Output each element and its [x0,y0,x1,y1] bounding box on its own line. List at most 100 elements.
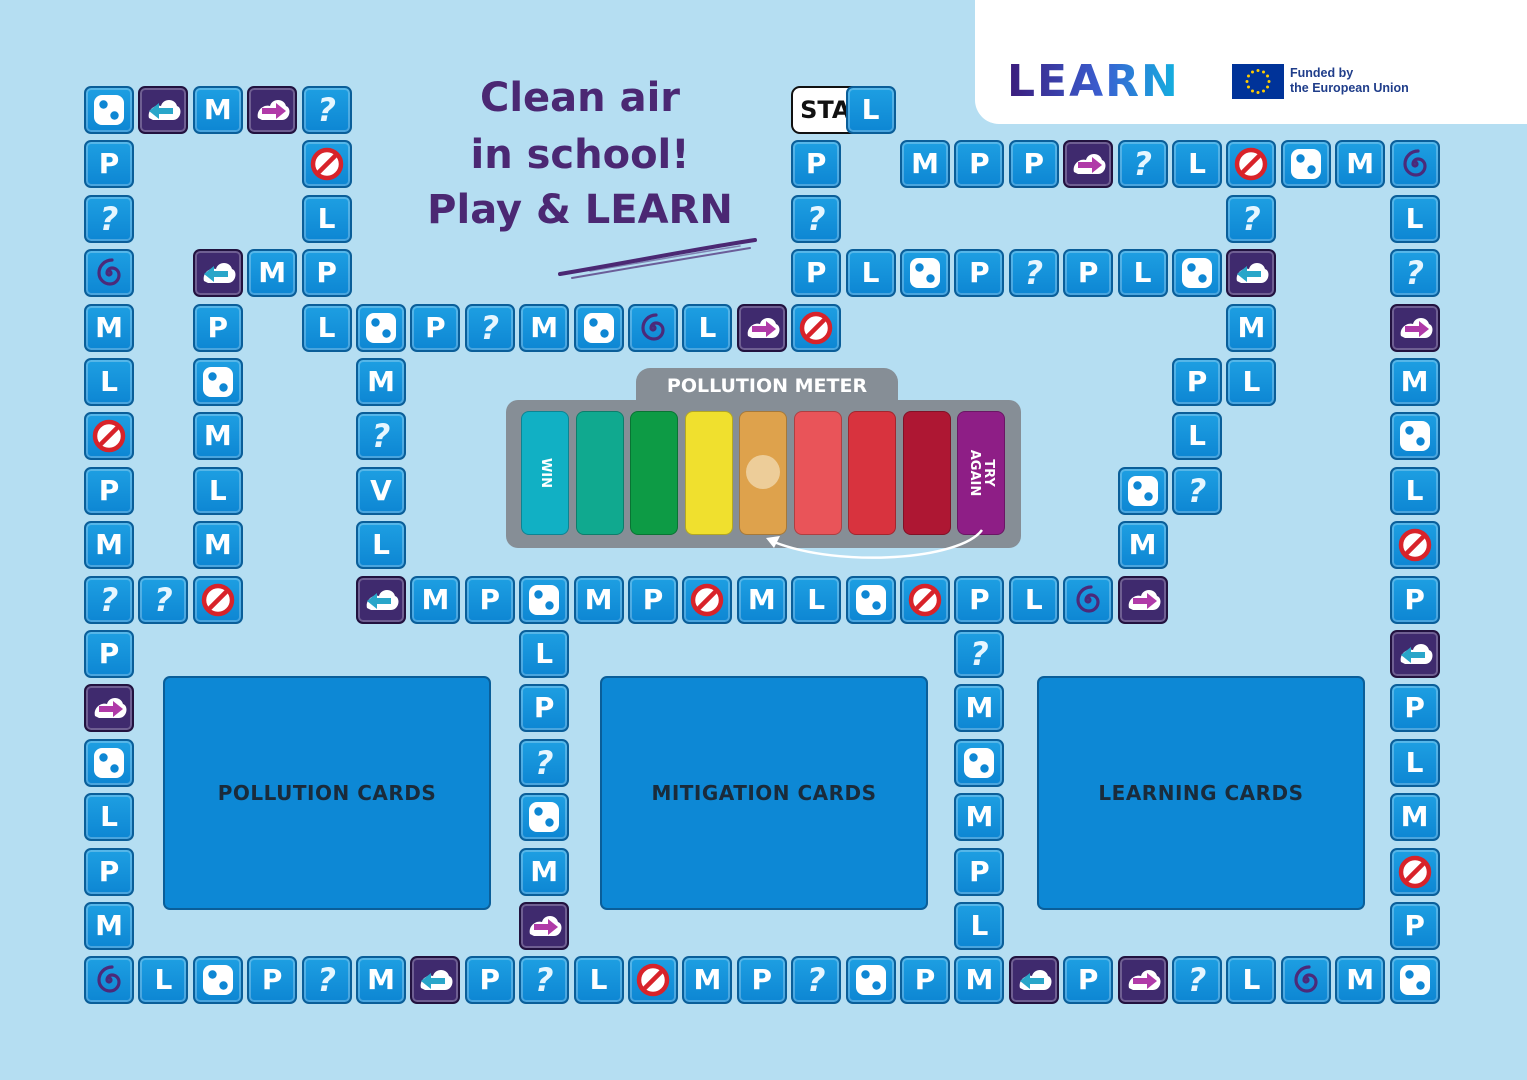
tile-question: ? [464,303,515,352]
meter-level-marker[interactable] [746,455,780,489]
tile-l: L [138,956,189,1005]
tile-p: P [84,466,134,515]
arrow-back-icon [1019,970,1052,991]
swirl-icon [1402,149,1427,177]
tile-p: P [791,140,842,189]
arrow-forward-icon [1128,589,1161,610]
dice-icon [529,584,560,615]
tile-arrow-forward-icon [84,684,134,733]
arrow-forward-icon [529,916,562,936]
tile-question: ? [1172,956,1222,1005]
tile-dice-icon [1117,466,1168,515]
dice-icon [94,747,124,778]
tile-p: P [84,140,134,189]
tile-p: P [1389,575,1440,624]
tile-p: P [1008,140,1059,189]
tile-dice-icon [192,956,243,1005]
tile-question: ? [301,86,352,134]
tile-dice-icon [84,86,134,134]
tile-m: M [954,956,1005,1005]
arrow-back-icon [1237,263,1269,284]
tile-l: L [1172,412,1222,461]
tile-question: ? [1172,466,1222,515]
tile-p: P [1389,684,1440,733]
no-entry-icon [201,583,235,616]
dice-icon [202,367,233,397]
meter-segment-6 [793,411,842,535]
arrow-forward-icon [1128,970,1161,991]
tile-l: L [1226,956,1277,1005]
tile-arrow-forward-icon [1117,956,1168,1005]
tile-m: M [900,140,950,189]
tile-arrow-back-icon [410,956,461,1005]
meter-segment-9: TRY AGAIN [957,411,1005,535]
tile-dice-icon [845,575,896,624]
meter-segment-2 [575,411,624,535]
tile-no-entry-icon [192,575,243,624]
tile-dice-icon [356,303,406,352]
tile-p: P [301,249,352,298]
learning-cards-pile[interactable]: LEARNING CARDS [1037,676,1365,910]
tile-l: L [845,249,896,298]
mitigation-cards-pile[interactable]: MITIGATION CARDS [600,676,928,910]
tile-m: M [410,575,461,624]
tile-l: L [573,956,624,1005]
tile-l: L [1008,575,1059,624]
title-line-3: Play & LEARN [427,187,733,233]
tile-no-entry-icon [900,575,950,624]
tile-arrow-forward-icon [736,303,787,352]
tile-m: M [356,358,406,406]
tile-dice-icon [573,303,624,352]
tile-swirl-icon [1389,140,1440,189]
eu-flag-icon [1232,64,1284,99]
arrow-forward-icon [1400,317,1433,338]
tile-question: ? [519,738,570,787]
tile-m: M [247,249,298,298]
dice-icon [366,312,396,343]
tile-p: P [84,847,134,896]
arrow-back-icon [366,589,399,610]
tile-p: P [192,303,243,352]
no-entry-icon [691,583,724,616]
tile-m: M [1226,303,1277,352]
tile-m: M [356,956,406,1005]
tile-m: M [1389,793,1440,842]
meter-segment-8 [902,411,951,535]
tile-question: ? [954,630,1005,678]
tile-question: ? [791,194,842,243]
tile-m: M [1335,140,1386,189]
tile-m: M [192,86,243,134]
tile-arrow-back-icon [1389,630,1440,678]
tile-p: P [84,630,134,678]
tile-p: P [247,956,298,1005]
tile-l: L [1389,738,1440,787]
swirl-icon [1076,584,1100,613]
tile-p: P [1389,902,1440,950]
tile-p: P [464,575,515,624]
arrow-forward-icon [747,317,780,338]
tile-dice-icon [519,793,570,842]
tile-dice-icon [1389,956,1440,1005]
tile-dice-icon [84,738,134,787]
swirl-icon [97,258,121,286]
tile-p: P [1063,249,1114,298]
swirl-icon [97,965,121,993]
tile-arrow-forward-icon [1389,303,1440,352]
tile-l: L [356,521,406,570]
pollution-cards-pile[interactable]: POLLUTION CARDS [163,676,491,910]
tile-p: P [464,956,515,1005]
tile-question: ? [1008,249,1059,298]
dice-icon [583,312,614,343]
tile-m: M [954,684,1005,733]
tile-no-entry-icon [1389,521,1440,570]
tile-question: ? [138,575,189,624]
tile-swirl-icon [1280,956,1331,1005]
tile-l: L [791,575,842,624]
brush-stroke [558,238,757,279]
tile-question: ? [84,194,134,243]
tile-dice-icon [1389,412,1440,461]
dice-icon [910,258,940,289]
meter-segment-4 [684,411,733,535]
dice-icon [1182,258,1212,289]
no-entry-icon [1398,528,1431,562]
